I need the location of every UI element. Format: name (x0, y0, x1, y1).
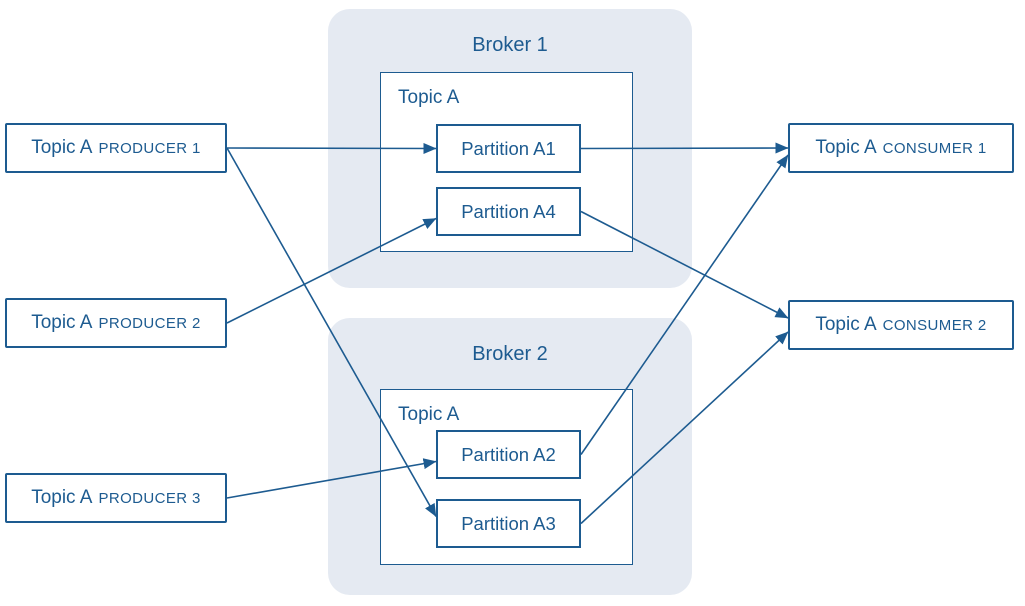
partition-a4-box: Partition A4 (436, 187, 581, 236)
broker-2-container: Broker 2 Topic A Partition A2 Partition … (328, 318, 692, 595)
broker-1-topic-label: Topic A (398, 87, 460, 108)
partition-a3-box: Partition A3 (436, 499, 581, 548)
partition-a4-label: Partition A4 (461, 200, 556, 222)
broker-2-topic-box: Topic A Partition A2 Partition A3 (380, 389, 633, 565)
partition-a1-box: Partition A1 (436, 124, 581, 173)
partition-a2-box: Partition A2 (436, 430, 581, 479)
broker-1-container: Broker 1 Topic A Partition A1 Partition … (328, 9, 692, 288)
partition-a2-label: Partition A2 (461, 443, 556, 465)
broker-2-topic-label: Topic A (398, 404, 460, 425)
broker-2-label: Broker 2 (472, 343, 548, 365)
partition-a1-label: Partition A1 (461, 137, 556, 159)
broker-1-label: Broker 1 (472, 34, 548, 56)
broker-1-topic-box: Topic A Partition A1 Partition A4 (380, 72, 633, 252)
partition-a3-label: Partition A3 (461, 512, 556, 534)
